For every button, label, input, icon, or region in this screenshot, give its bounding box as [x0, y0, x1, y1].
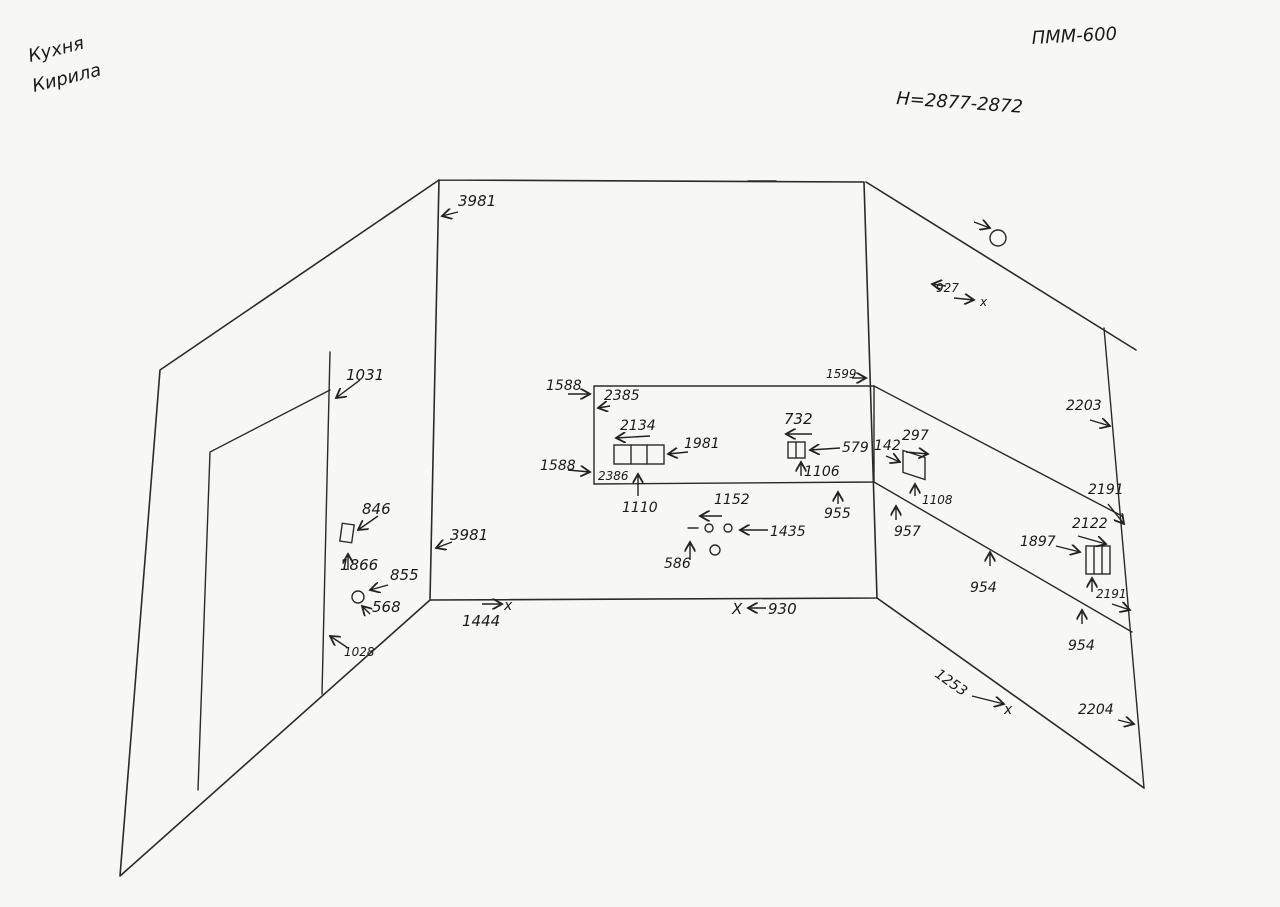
- title-line-2: Кирила: [30, 60, 103, 97]
- label-pipe-h: 568: [372, 598, 401, 616]
- back-wall-outline: [429, 179, 878, 601]
- back-wall-annotations: 3981 3981 x 1444 X 930 1588 1588 2385 23…: [436, 192, 869, 630]
- arrow-lamp: [973, 222, 990, 228]
- right-wall-edge: [1103, 327, 1145, 789]
- label-957: 957: [894, 524, 921, 540]
- label-pipe-x: 855: [390, 566, 419, 584]
- arrow-door-top: [336, 379, 361, 398]
- arrow-double-socket-x: [905, 452, 928, 454]
- arrow-lamp-mark-right: [953, 298, 974, 300]
- label-corner-top: 3981: [458, 192, 496, 210]
- pipe-icon: [351, 590, 365, 604]
- lamp-icon: [989, 229, 1007, 247]
- door-edge: [321, 351, 331, 695]
- arrow-pipe-x: [370, 585, 389, 590]
- wall-outlines: [119, 179, 1145, 877]
- arrow-double-socket-left: [885, 456, 900, 462]
- label-lamp-x: x: [979, 295, 988, 309]
- label-right-socket-h: 1106: [804, 464, 840, 480]
- arrow-floor-far: [1117, 720, 1134, 724]
- socket-icon: [339, 522, 355, 544]
- label-floor-x: 1253: [932, 666, 970, 700]
- arrow-triple-socket-left: [668, 452, 689, 454]
- left-wall-annotations: 1031 846 1866 855 568 1028: [330, 366, 419, 659]
- right-wall-annotations: 927 x 2203 297 142 1108 957 954 2191 212…: [874, 222, 1134, 724]
- arrow-right-socket-offset: [810, 448, 841, 450]
- label-triple-socket-right-left: 1897: [1020, 534, 1056, 550]
- label-apron-bottom-mark: 1110: [622, 500, 658, 516]
- label-door-bottom: 1028: [344, 645, 375, 659]
- label-right-socket-offset: 579: [842, 440, 869, 456]
- arrow-socket: [358, 515, 379, 530]
- double-socket-icon: [902, 449, 926, 481]
- apron-band-right-top: [873, 385, 1123, 517]
- label-apron-bottom-span: 2386: [598, 469, 629, 483]
- arrow-apron-top-far: [1089, 420, 1110, 426]
- label-apron-bottom-far: 2191: [1088, 482, 1124, 498]
- label-triple-socket-left: 1981: [684, 436, 720, 452]
- arrow-lamp-mark-left: [932, 284, 947, 286]
- label-apron-top-far: 2203: [1066, 398, 1102, 414]
- label-954b: 954: [1068, 638, 1095, 654]
- label-floor-right-mark: X: [731, 600, 743, 618]
- label-pipes-x: 1435: [770, 524, 806, 540]
- arrow-triple-socket-right-left: [1055, 546, 1080, 552]
- label-right-socket-x: 732: [784, 410, 813, 428]
- label-apron-top-span: 2385: [604, 388, 640, 404]
- label-socket-x: 1866: [340, 556, 378, 574]
- left-wall-outline: [119, 179, 440, 877]
- label-drain-x: 586: [664, 556, 691, 572]
- label-triple-socket-right-x: 2122: [1072, 516, 1108, 532]
- arrow-floor-x: [971, 695, 1004, 704]
- apron-band-right-bottom: [873, 481, 1133, 633]
- label-floor-left-x: x: [503, 598, 513, 614]
- label-socket-h: 846: [362, 500, 391, 518]
- arrow-apron-bottom-far: [1107, 503, 1124, 524]
- arrow-corner-top: [442, 212, 459, 216]
- label-corner-bottom: 3981: [450, 526, 488, 544]
- label-floor-point-right: 955: [824, 506, 851, 522]
- right-wall-outline: [865, 181, 1137, 351]
- label-floor-left: 1444: [462, 612, 500, 630]
- arrow-apron-top-span: [598, 406, 611, 408]
- label-lamp-mark: 927: [936, 281, 959, 295]
- label-double-socket-h: 1108: [922, 493, 953, 507]
- triple-socket-right-icon: [1085, 545, 1111, 575]
- right-wall-floor: [876, 597, 1145, 789]
- label-954a: 954: [970, 580, 997, 596]
- label-floor-x-mark: x: [1003, 702, 1013, 718]
- pipe-icon-2: [723, 523, 733, 533]
- label-floor-right: 930: [768, 600, 797, 618]
- drain-icon: [709, 544, 721, 556]
- label-apron-left-top: 1588: [546, 378, 582, 394]
- arrow-triple-socket-x: [616, 436, 651, 438]
- arrow-triple-socket-right-x: [1077, 535, 1106, 544]
- pipe-icon-1: [704, 523, 714, 533]
- title-line-1: Кухня: [26, 33, 86, 67]
- label-triple-socket-right-h: 2191: [1096, 587, 1127, 601]
- label-triple-socket-x: 2134: [620, 418, 656, 434]
- label-double-socket-left: 142: [874, 438, 901, 454]
- arrow-corner-bottom: [436, 542, 453, 548]
- label-apron-left-bottom: 1588: [540, 458, 576, 474]
- door-opening: [197, 389, 331, 791]
- arrow-triple-socket-right-end: [1111, 604, 1130, 610]
- appliance-code: ПММ-600: [1031, 24, 1117, 49]
- arrow-door-bottom: [330, 636, 349, 649]
- ceiling-height-note: H=2877-2872: [896, 88, 1024, 118]
- label-floor-far: 2204: [1078, 702, 1114, 718]
- label-apron-right-top: 1599: [826, 367, 857, 381]
- triple-socket-icon: [613, 444, 665, 465]
- label-door-top: 1031: [346, 366, 384, 384]
- arrow-apron-left-bottom: [567, 470, 590, 472]
- label-double-socket-x: 297: [902, 428, 929, 444]
- arrow-pipe-h: [362, 606, 370, 614]
- label-pipes-h: 1152: [714, 492, 750, 508]
